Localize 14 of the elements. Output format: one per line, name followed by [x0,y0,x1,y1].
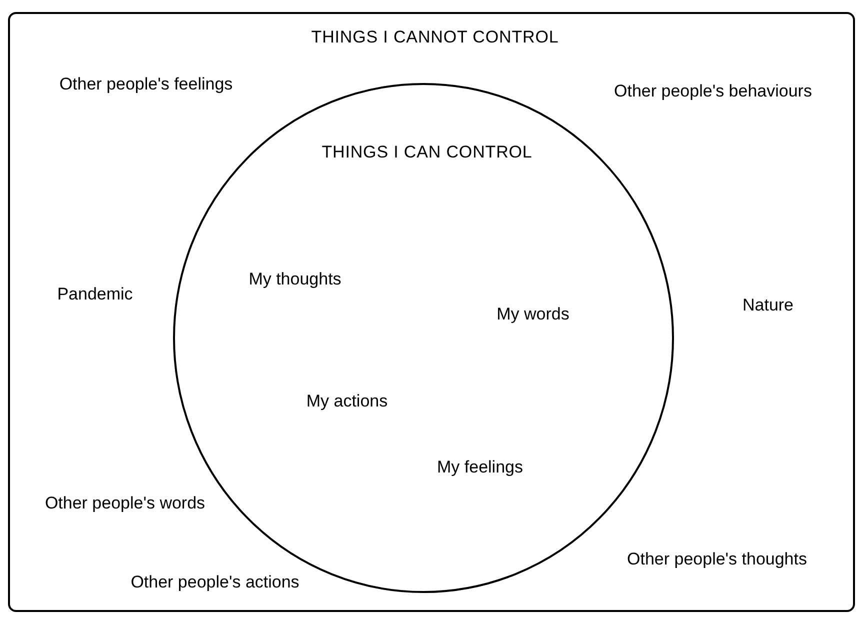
heading-text: THINGS I CANNOT CONTROL [311,26,559,48]
item-label: Nature [742,294,794,316]
heading-text: THINGS I CAN CONTROL [322,141,532,163]
item-label: My actions [306,390,388,412]
item-label: Other people's actions [130,571,300,593]
item-label: Other people's words [44,492,206,514]
item-label: Other people's behaviours [614,80,812,102]
item-label: My thoughts [248,268,342,290]
item-label: Other people's feelings [59,73,233,95]
frame-box [8,12,855,612]
item-label: My words [496,303,570,325]
item-label: My feelings [437,456,523,478]
item-label: Other people's thoughts [627,548,807,570]
item-label: Pandemic [57,283,133,305]
